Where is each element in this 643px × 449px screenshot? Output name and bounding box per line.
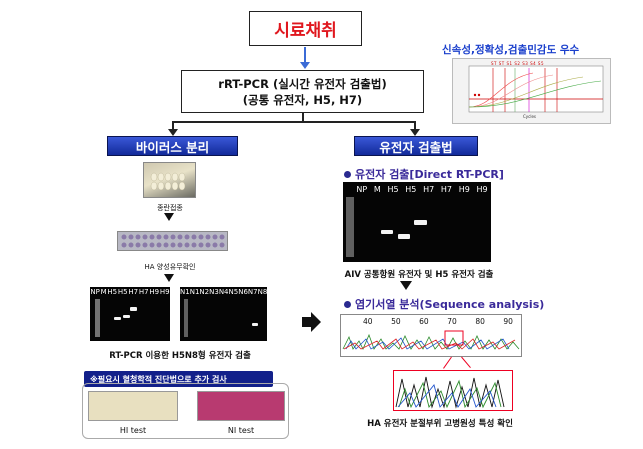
bullet-icon xyxy=(344,301,351,308)
sample-collection-label: 시료채취 xyxy=(274,16,337,41)
serology-panel: HI test NI test xyxy=(82,383,289,439)
sample-collection-box: 시료채취 xyxy=(249,11,362,46)
gel-lane-label: H5 xyxy=(387,185,398,194)
gel-lane-label: H5 xyxy=(107,288,117,296)
sequence-analysis-label: 염기서열 분석(Sequence analysis) xyxy=(355,296,544,312)
gel-lane-label: H5 xyxy=(118,288,128,296)
arrow-egg-to-ha xyxy=(164,213,174,221)
sequence-zoom xyxy=(393,370,513,411)
sequence-chromatogram: 40 50 60 70 80 90 xyxy=(340,314,522,357)
amplification-plot: ST ST S1 S2 S3 S4 S5 Cycles xyxy=(452,58,611,124)
ha-plate-photo xyxy=(117,231,228,251)
gel-lane-label: H9 xyxy=(477,185,488,194)
gel-lane-label: H7 xyxy=(423,185,434,194)
gel-lane-label: N8 xyxy=(258,288,268,296)
gel-lane-label: N7 xyxy=(248,288,258,296)
seq-tick: 50 xyxy=(391,317,401,326)
right-gel: NP M H5 H5 H7 H7 H9 H9 xyxy=(343,182,491,262)
virus-isolation-header: 바이러스 분리 xyxy=(107,136,238,156)
gel-lane-label: N5 xyxy=(229,288,239,296)
direct-rtpcr-title: 유전자 검출[Direct RT-PCR] xyxy=(344,166,504,182)
gel-lane-label: NP xyxy=(356,185,367,194)
gene-detection-header: 유전자 검출법 xyxy=(354,136,478,156)
seq-tick: 40 xyxy=(363,317,373,326)
gel-lane-label: H7 xyxy=(139,288,149,296)
gel-lane-label: M xyxy=(101,288,107,296)
ha-caption: HA 양성유무확인 xyxy=(130,262,210,272)
seq-ticks: 40 50 60 70 80 90 xyxy=(363,317,513,326)
rrt-pcr-box: rRT-PCR (실시간 유전자 검출법) (공통 유전자, H5, H7) xyxy=(181,70,424,113)
sequence-analysis-title: 염기서열 분석(Sequence analysis) xyxy=(344,296,544,312)
gel-lane-label: N6 xyxy=(238,288,248,296)
zoom-line-left xyxy=(443,357,452,369)
rrt-pcr-title: rRT-PCR (실시간 유전자 검출법) xyxy=(182,76,423,92)
gel-lane-label: N2 xyxy=(199,288,209,296)
sequence-caption: HA 유전자 분절부위 고병원성 특성 확인 xyxy=(350,417,530,429)
ni-test-label: NI test xyxy=(221,426,261,435)
gel-lane-label: N1 xyxy=(180,288,190,296)
zoom-line-right xyxy=(461,357,471,368)
egg-inoculation-caption: 종란접종 xyxy=(140,203,200,213)
hi-test-label: HI test xyxy=(113,426,153,435)
sensitivity-label: 신속성,정확성,검출민감도 우수 xyxy=(442,42,579,57)
gel-lane-label: N1 xyxy=(190,288,200,296)
gel-lane-label: M xyxy=(374,185,381,194)
plot-x-label: Cycles xyxy=(523,114,536,119)
seq-tick: 80 xyxy=(475,317,485,326)
hi-plate-photo xyxy=(88,391,178,421)
direct-rtpcr-label: 유전자 검출[Direct RT-PCR] xyxy=(355,166,504,182)
arrow-ha-to-gel xyxy=(164,274,174,282)
arrow-gel-to-seq xyxy=(400,281,412,290)
seq-tick: 60 xyxy=(419,317,429,326)
egg-inoculation-photo xyxy=(143,162,196,198)
ni-plate-photo xyxy=(197,391,285,421)
seq-tick: 70 xyxy=(447,317,457,326)
arrow-left-head xyxy=(168,129,178,136)
gel-lane-label: N9 xyxy=(267,288,277,296)
gel-lane-label: N4 xyxy=(219,288,229,296)
right-gel-lane-labels: NP M H5 H5 H7 H7 H9 H9 xyxy=(343,185,491,194)
gel-lane-label: N3 xyxy=(209,288,219,296)
right-gel-caption: AIV 공통항원 유전자 및 H5 유전자 검출 xyxy=(334,268,504,280)
branch-horizontal xyxy=(172,121,416,123)
gel-lane-label: H7 xyxy=(128,288,138,296)
gel-lane-label: H5 xyxy=(405,185,416,194)
right-arrow-head xyxy=(311,312,321,332)
gel-lane-label: H9 xyxy=(459,185,470,194)
arrow-right-head xyxy=(410,129,420,136)
gel-lane-label: NP xyxy=(90,288,99,296)
left-gel-caption: RT-PCR 이용한 H5N8형 유전자 검출 xyxy=(95,349,265,361)
arrow-head-blue xyxy=(300,62,310,69)
bullet-icon xyxy=(344,171,351,178)
gel-lane-label: H7 xyxy=(441,185,452,194)
gel-lane-label: H9 xyxy=(149,288,159,296)
seq-tick: 90 xyxy=(503,317,513,326)
gel-lane-label: H9 xyxy=(160,288,170,296)
rrt-pcr-subtitle: (공통 유전자, H5, H7) xyxy=(182,92,423,108)
